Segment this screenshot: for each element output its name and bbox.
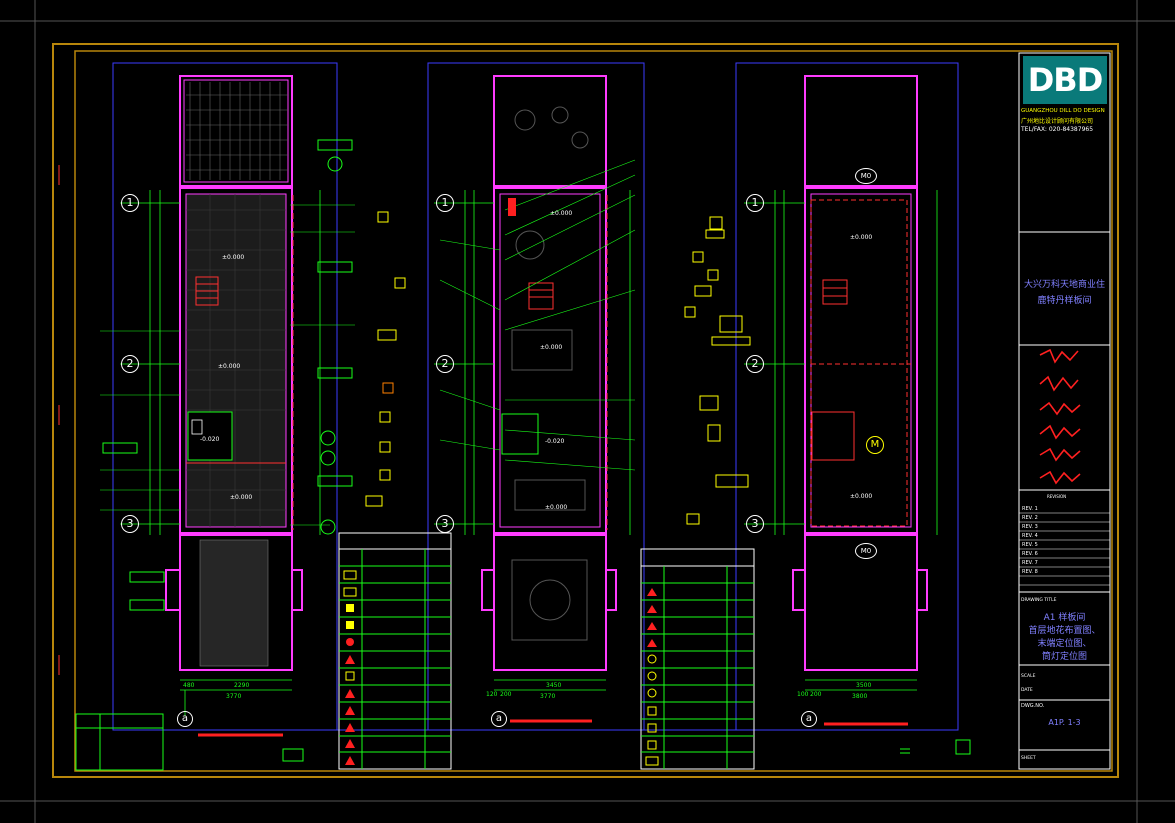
revision-row: REV. 5 xyxy=(1022,542,1038,548)
axis-bubble-2: 2 xyxy=(746,355,764,373)
revision-row: REV. 3 xyxy=(1022,524,1038,530)
dimension-text: 480 xyxy=(183,682,195,689)
project-name-2: 鹿特丹样板间 xyxy=(1037,296,1092,306)
axis-bubble-a: a xyxy=(801,711,817,727)
dimension-text: 3450 xyxy=(546,682,562,689)
door-tag: M0 xyxy=(855,168,877,184)
plan-viewports xyxy=(112,62,959,731)
drawing-title-label: DRAWING TITLE xyxy=(1021,598,1057,603)
dimension-text: 3800 xyxy=(852,693,868,700)
dimension-text: 200 xyxy=(810,691,822,698)
axis-bubble-1: 1 xyxy=(746,194,764,212)
level-mark: ±0.000 xyxy=(850,493,873,500)
axis-bubble-2: 2 xyxy=(121,355,139,373)
company-logo: DBD xyxy=(1027,61,1104,99)
axis-bubble-a: a xyxy=(177,711,193,727)
revision-row: REV. 6 xyxy=(1022,551,1038,557)
revision-row: REV. 7 xyxy=(1022,560,1038,566)
dimension-text: 100 xyxy=(797,691,809,698)
sheet-label: SHEET xyxy=(1021,756,1036,761)
dimension-text: 200 xyxy=(500,691,512,698)
scale-label: SCALE xyxy=(1021,674,1036,679)
floor-plan-3 xyxy=(744,75,938,726)
axis-bubble-a: a xyxy=(491,711,507,727)
legend-table-2 xyxy=(640,548,755,770)
drawing-number: A1P. 1-3 xyxy=(1048,718,1081,727)
axis-bubble-3: 3 xyxy=(436,515,454,533)
sheet-frame-inner xyxy=(74,50,1113,772)
drawing-number-label: DWG.NO. xyxy=(1021,703,1045,709)
revision-header: REVISION xyxy=(1047,494,1067,499)
axis-bubble-2: 2 xyxy=(436,355,454,373)
date-label: DATE xyxy=(1021,688,1033,693)
drawing-title-4: 筒灯定位图 xyxy=(1041,652,1087,662)
sheet-frame-outer xyxy=(52,43,1119,778)
company-name-en: GUANGZHOU DILL DO DESIGN xyxy=(1021,108,1105,114)
level-mark: -0.020 xyxy=(200,436,220,443)
legend-table-1 xyxy=(338,532,452,770)
project-name-1: 大兴万科天地商业住 xyxy=(1023,280,1105,290)
dimension-text: 3770 xyxy=(540,693,556,700)
axis-bubble-1: 1 xyxy=(121,194,139,212)
level-mark: ±0.000 xyxy=(222,254,245,261)
door-tag: M0 xyxy=(855,543,877,559)
revision-row: REV. 1 xyxy=(1022,506,1038,512)
title-block xyxy=(1018,52,1111,770)
device-symbols xyxy=(365,211,751,525)
legend-symbols-2 xyxy=(645,588,659,766)
floor-plan-1 xyxy=(100,75,355,737)
level-mark: ±0.000 xyxy=(230,494,253,501)
company-contact: TEL/FAX: 020-84387965 xyxy=(1021,126,1094,133)
level-mark: ±0.000 xyxy=(550,210,573,217)
company-name-cn: 广州地比设计顾问有限公司 xyxy=(1021,118,1094,125)
level-mark: ±0.000 xyxy=(540,344,563,351)
drawing-title-1: A1 样板间 xyxy=(1043,613,1086,623)
revision-row: REV. 4 xyxy=(1022,533,1038,539)
revision-row: REV. 8 xyxy=(1022,569,1038,575)
drawing-title-3: 末端定位图、 xyxy=(1037,639,1092,649)
axis-bubble-3: 3 xyxy=(121,515,139,533)
signature-strokes xyxy=(1039,348,1081,485)
level-mark: ±0.000 xyxy=(218,363,241,370)
floor-plan-2 xyxy=(434,75,636,723)
level-mark: -0.020 xyxy=(545,438,565,445)
dimension-text: 3500 xyxy=(856,682,872,689)
bottom-left-table xyxy=(75,713,971,771)
level-mark: ±0.000 xyxy=(545,504,568,511)
dimension-text: 120 xyxy=(486,691,498,698)
revision-rows xyxy=(1019,512,1110,586)
axis-bubble-3: 3 xyxy=(746,515,764,533)
dimension-text: 2290 xyxy=(234,682,250,689)
drawing-title-2: 首层地花布置图、 xyxy=(1028,626,1101,636)
axis-bubble-1: 1 xyxy=(436,194,454,212)
legend-symbols-1 xyxy=(343,570,357,765)
revision-row: REV. 2 xyxy=(1022,515,1038,521)
level-mark: ±0.000 xyxy=(850,234,873,241)
dimension-text: 3770 xyxy=(226,693,242,700)
axis-bubble-m: M xyxy=(866,436,884,454)
